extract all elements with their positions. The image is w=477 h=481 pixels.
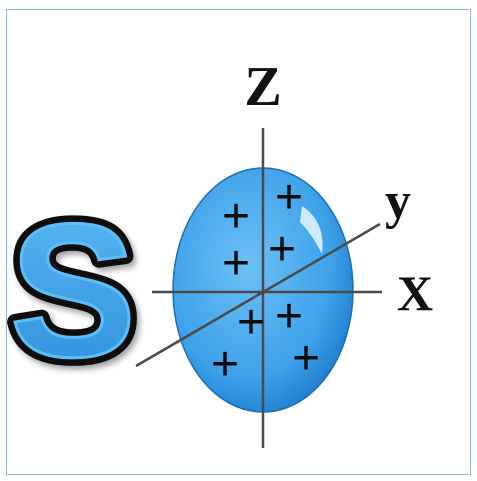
y-axis-label: y: [385, 173, 411, 230]
plus-sign: +: [222, 190, 250, 243]
plus-sign: +: [222, 237, 250, 290]
plus-sign: +: [275, 171, 303, 224]
plus-sign: +: [211, 338, 239, 391]
plus-sign: +: [268, 223, 296, 276]
plus-sign: +: [237, 296, 265, 349]
s-symbol: S: [10, 185, 137, 397]
z-axis-label: Z: [244, 56, 281, 118]
plus-sign: +: [292, 332, 320, 385]
x-axis-label: X: [397, 265, 433, 321]
